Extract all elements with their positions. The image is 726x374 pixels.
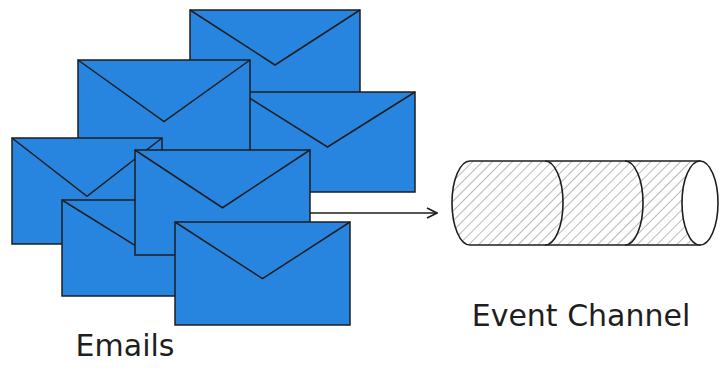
envelope-flap — [78, 60, 250, 122]
cylinder-segment — [545, 161, 563, 245]
cylinder-segment — [625, 161, 643, 245]
envelope-flap — [190, 10, 360, 65]
email-pile: Emails — [10, 10, 310, 370]
envelope — [175, 222, 350, 325]
envelope-flap — [175, 222, 350, 279]
cylinder-body — [452, 161, 700, 245]
node-label: Emails — [76, 328, 175, 364]
cylinder-end — [682, 161, 718, 245]
envelope-pile — [12, 10, 415, 325]
event-channel: Event Channel — [440, 150, 722, 350]
envelope-flap — [240, 92, 415, 147]
node-label: Event Channel — [472, 298, 691, 334]
envelope-flap — [135, 150, 310, 208]
channel-cylinder — [452, 161, 718, 245]
envelope-body — [175, 222, 350, 325]
arrow-connector — [310, 212, 437, 214]
